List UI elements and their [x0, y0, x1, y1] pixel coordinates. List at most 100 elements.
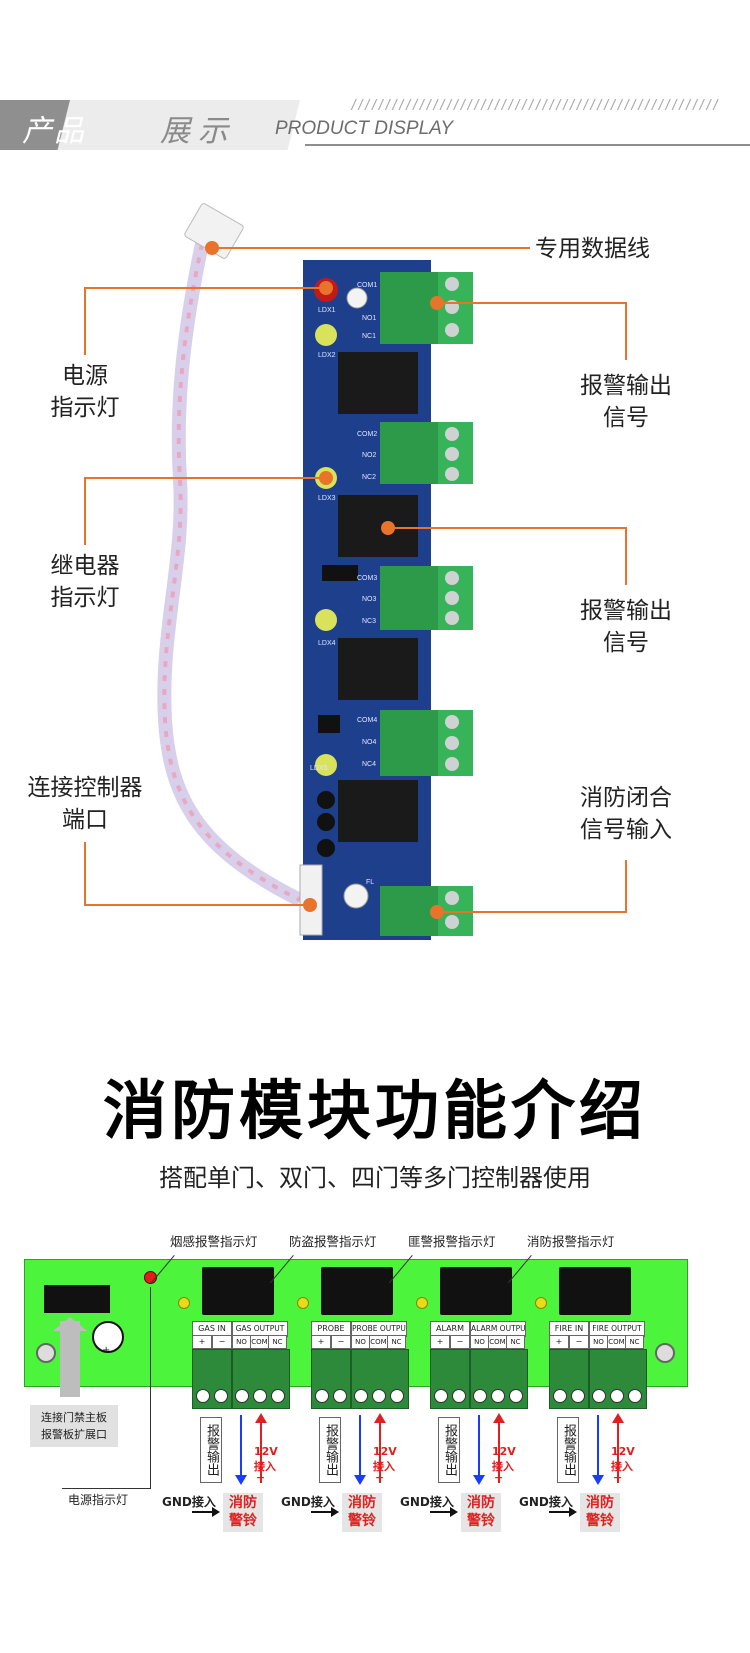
indicator-label: 烟感报警指示灯	[170, 1234, 258, 1249]
fire-bell-line1: 消防	[348, 1495, 376, 1511]
alarm-output-label: 报警输出	[438, 1417, 460, 1483]
screw-icon	[452, 1389, 466, 1403]
svg-text:LDX4: LDX4	[318, 640, 336, 647]
screw-icon	[434, 1389, 448, 1403]
header-underline	[305, 144, 750, 146]
svg-text:NO4: NO4	[362, 739, 377, 746]
arrow-up-icon	[53, 1317, 87, 1331]
alarm-led	[535, 1297, 547, 1309]
relay-4	[338, 780, 418, 842]
section-title: 消防模块功能介绍	[103, 1075, 647, 1149]
relay-3	[338, 638, 418, 700]
pin-label: COM	[488, 1335, 507, 1349]
gnd-arrow-shaft	[192, 1511, 214, 1513]
fire-bell-label: 消防警铃	[342, 1493, 382, 1532]
label-fire-input-line1: 消防闭合	[580, 785, 672, 811]
svg-text:COM2: COM2	[357, 431, 377, 438]
label-data-cable: 专用数据线	[535, 236, 650, 262]
power-led-leader-h	[62, 1488, 150, 1489]
label-alarm-output-1: 报警输出 信号	[570, 370, 682, 434]
section-subtitle: 搭配单门、双门、四门等多门控制器使用	[159, 1164, 591, 1192]
screw-icon	[372, 1389, 386, 1403]
pin-label: NC	[268, 1335, 287, 1349]
screw-icon	[235, 1389, 249, 1403]
screw-icon	[315, 1389, 329, 1403]
voltage-in-label: 接入	[611, 1460, 633, 1473]
red-wire	[617, 1421, 619, 1483]
relay	[440, 1267, 512, 1315]
relay-led-4	[315, 754, 337, 776]
screw-icon	[571, 1389, 585, 1403]
data-cable	[157, 203, 304, 907]
header-slash-decoration: ////////////////////////////////////////…	[350, 98, 720, 113]
fire-bell-line2: 警铃	[348, 1513, 376, 1529]
label-alarm-output-1-line1: 报警输出	[580, 373, 672, 399]
red-wire	[260, 1421, 262, 1483]
fire-bell-label: 消防警铃	[461, 1493, 501, 1532]
product-photo: LDX1 LDX2 LDX3 LDX4 LDX5 COM1 NO1 NC1 CO…	[84, 203, 627, 940]
pin-minus: −	[331, 1335, 351, 1349]
alarm-output-label: 报警输出	[557, 1417, 579, 1483]
relay-1	[338, 352, 418, 414]
alarm-led	[178, 1297, 190, 1309]
screw-icon	[553, 1389, 567, 1403]
fire-bell-line2: 警铃	[229, 1513, 257, 1529]
svg-text:NO1: NO1	[362, 315, 377, 322]
label-alarm-output-2: 报警输出 信号	[570, 595, 682, 659]
svg-text:NC3: NC3	[362, 618, 376, 625]
pin-plus: +	[549, 1335, 569, 1349]
relay	[559, 1267, 631, 1315]
mount-hole-left	[36, 1343, 56, 1363]
arrow-down-icon	[354, 1475, 366, 1485]
arrow-up-shaft	[60, 1321, 80, 1397]
power-led-label: 电源指示灯	[68, 1493, 129, 1507]
screw-icon	[354, 1389, 368, 1403]
pin-label: NC	[506, 1335, 525, 1349]
fire-bell-label: 消防警铃	[580, 1493, 620, 1532]
label-relay-led-line2: 指示灯	[50, 585, 120, 611]
svg-text:FL: FL	[366, 879, 374, 886]
label-controller-port: 连接控制器 端口	[15, 772, 155, 836]
screw-icon	[333, 1389, 347, 1403]
callout-lines	[84, 247, 627, 913]
screw-icon	[509, 1389, 523, 1403]
indicator-label: 消防报警指示灯	[527, 1234, 615, 1249]
screw-icon	[491, 1389, 505, 1403]
svg-text:LDX2: LDX2	[318, 352, 336, 359]
screw-icon	[196, 1389, 210, 1403]
relay	[321, 1267, 393, 1315]
svg-text:NC1: NC1	[362, 333, 376, 340]
power-indicator-led	[144, 1271, 157, 1284]
voltage-label: 12V	[492, 1445, 516, 1458]
arrow-up-icon	[374, 1413, 386, 1423]
terminal-blocks	[380, 272, 473, 936]
gnd-arrow-shaft	[311, 1511, 333, 1513]
alarm-output-label: 报警输出	[319, 1417, 341, 1483]
buzzer	[92, 1321, 124, 1353]
label-relay-led: 继电器 指示灯	[30, 550, 140, 614]
screw-icon	[628, 1389, 642, 1403]
svg-text:LDX5: LDX5	[310, 765, 328, 772]
alarm-led	[416, 1297, 428, 1309]
expansion-port-label-line2: 报警板扩展口	[41, 1428, 107, 1441]
fire-bell-line1: 消防	[229, 1495, 257, 1511]
voltage-in-label: 接入	[373, 1460, 395, 1473]
svg-text:NC4: NC4	[362, 761, 376, 768]
svg-text:COM1: COM1	[357, 282, 377, 289]
pin-label: COM	[369, 1335, 388, 1349]
power-led-leader	[150, 1287, 151, 1489]
indicator-label: 防盗报警指示灯	[289, 1234, 377, 1249]
blue-wire	[240, 1415, 242, 1477]
header-title-part1: 产品	[22, 114, 86, 149]
pin-label: COM	[607, 1335, 626, 1349]
pcb-button-2	[343, 883, 369, 909]
screw-icon	[390, 1389, 404, 1403]
arrow-up-icon	[255, 1413, 267, 1423]
label-power-led-line1: 电源	[62, 363, 108, 389]
arrow-right-icon	[569, 1507, 577, 1517]
label-relay-led-line1: 继电器	[50, 553, 120, 579]
fire-bell-line1: 消防	[467, 1495, 495, 1511]
gnd-arrow-shaft	[549, 1511, 571, 1513]
red-wire	[498, 1421, 500, 1483]
